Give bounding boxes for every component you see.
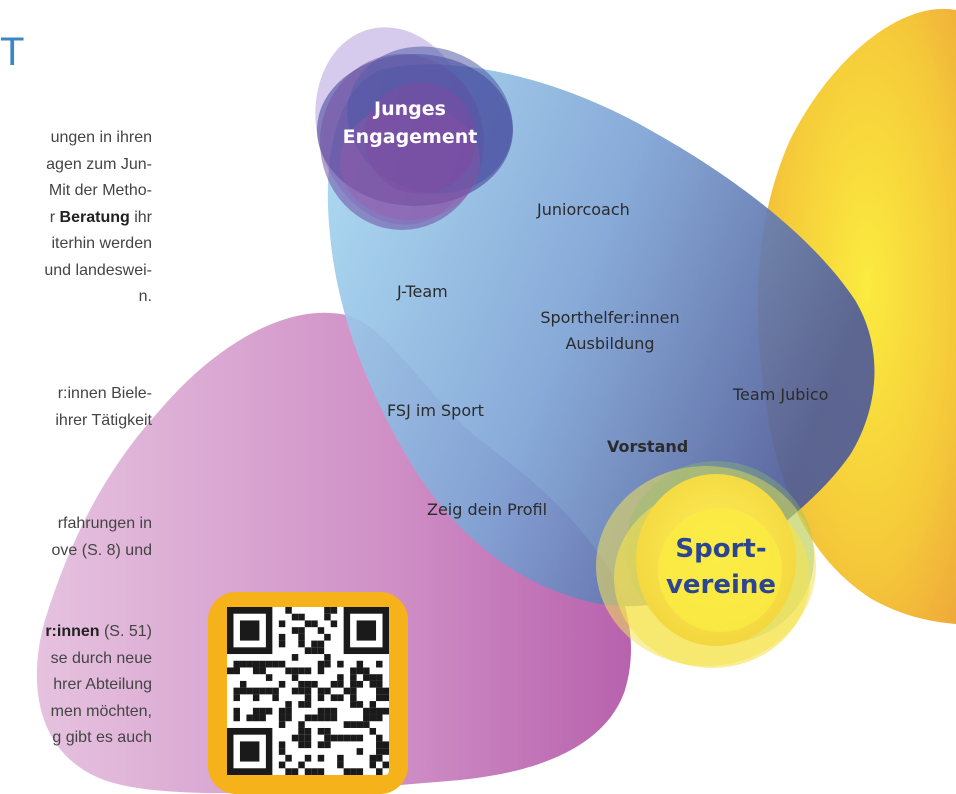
text-fragment: Mit der Metho- bbox=[48, 182, 152, 199]
text-line: iterhin werden bbox=[0, 231, 153, 258]
text-fragment: hrer Abteilung bbox=[53, 676, 152, 693]
text-fragment: rfahrungen in bbox=[57, 515, 152, 532]
text-line: g gibt es auch bbox=[0, 725, 152, 752]
label-zeig-dein-profil: Zeig dein Profil bbox=[427, 500, 548, 519]
page-heading: T bbox=[0, 30, 25, 74]
qr-code-frame bbox=[208, 592, 408, 794]
paragraph: r:innen (S. 51) se durch neue hrer Abteilu… bbox=[0, 619, 152, 752]
text-line: r Beratung ihr bbox=[0, 205, 152, 232]
qr-code-icon[interactable] bbox=[227, 607, 389, 775]
label-sporthelfer-ausbildung: Sporthelfer:innen Ausbildung bbox=[540, 308, 680, 353]
text-line: ihrer Tätigkeit bbox=[0, 408, 152, 435]
text-fragment: n. bbox=[138, 288, 152, 305]
text-fragment: und landeswei- bbox=[44, 261, 152, 279]
text-line: se durch neue bbox=[0, 646, 152, 673]
text-line: ungen in ihren bbox=[0, 125, 152, 152]
text-line: men möchten, bbox=[0, 699, 152, 726]
text-fragment: agen zum Jun- bbox=[46, 155, 152, 173]
paragraph: rfahrungen in ove (S. 8) und bbox=[0, 511, 153, 565]
junges-engagement-label: Junges Engagement bbox=[342, 98, 478, 148]
sportvereine-cluster bbox=[596, 461, 816, 668]
text-line: ove (S. 8) und bbox=[0, 538, 153, 565]
label-team-jubico: Team Jubico bbox=[733, 385, 829, 404]
text-fragment: (S. 51) bbox=[99, 623, 152, 640]
text-line: agen zum Jun- bbox=[0, 152, 152, 179]
bold-text: r:innen bbox=[45, 623, 100, 640]
paragraph: r:innen Biele-ihrer Tätigkeit bbox=[0, 381, 152, 434]
label-fsj-im-sport: FSJ im Sport bbox=[387, 401, 484, 420]
label-vorstand: Vorstand bbox=[607, 437, 689, 456]
junges-engagement-cluster bbox=[315, 27, 513, 230]
text-fragment: r bbox=[49, 208, 60, 226]
text-line: r:innen (S. 51) bbox=[0, 619, 152, 646]
text-fragment: ihrer Tätigkeit bbox=[55, 411, 152, 429]
text-fragment: men möchten, bbox=[50, 702, 152, 720]
label-j-team: J-Team bbox=[397, 282, 448, 301]
text-line: hrer Abteilung bbox=[0, 672, 152, 699]
text-line: Mit der Metho- bbox=[0, 178, 152, 205]
sportvereine-label: Sport- vereine bbox=[665, 534, 777, 600]
text-line: n. bbox=[0, 284, 152, 311]
text-fragment: g gibt es auch bbox=[52, 729, 152, 746]
label-juniorcoach: Juniorcoach bbox=[537, 200, 630, 219]
pink-blob bbox=[36, 312, 631, 794]
bold-text: Beratung bbox=[59, 208, 130, 226]
paragraph: ungen in ihren agen zum Jun- Mit der Metho… bbox=[0, 125, 152, 311]
text-fragment: ove (S. 8) und bbox=[51, 541, 153, 559]
qr-code-graphic bbox=[227, 607, 389, 775]
text-fragment: ihr bbox=[129, 208, 152, 226]
text-fragment: se durch neue bbox=[50, 649, 152, 667]
text-fragment: iterhin werden bbox=[51, 235, 153, 252]
text-fragment: ungen in ihren bbox=[50, 129, 152, 146]
text-line: rfahrungen in bbox=[0, 511, 152, 538]
text-fragment: r:innen Biele- bbox=[57, 385, 152, 402]
text-line: und landeswei- bbox=[0, 258, 152, 285]
text-line: r:innen Biele- bbox=[0, 381, 152, 408]
